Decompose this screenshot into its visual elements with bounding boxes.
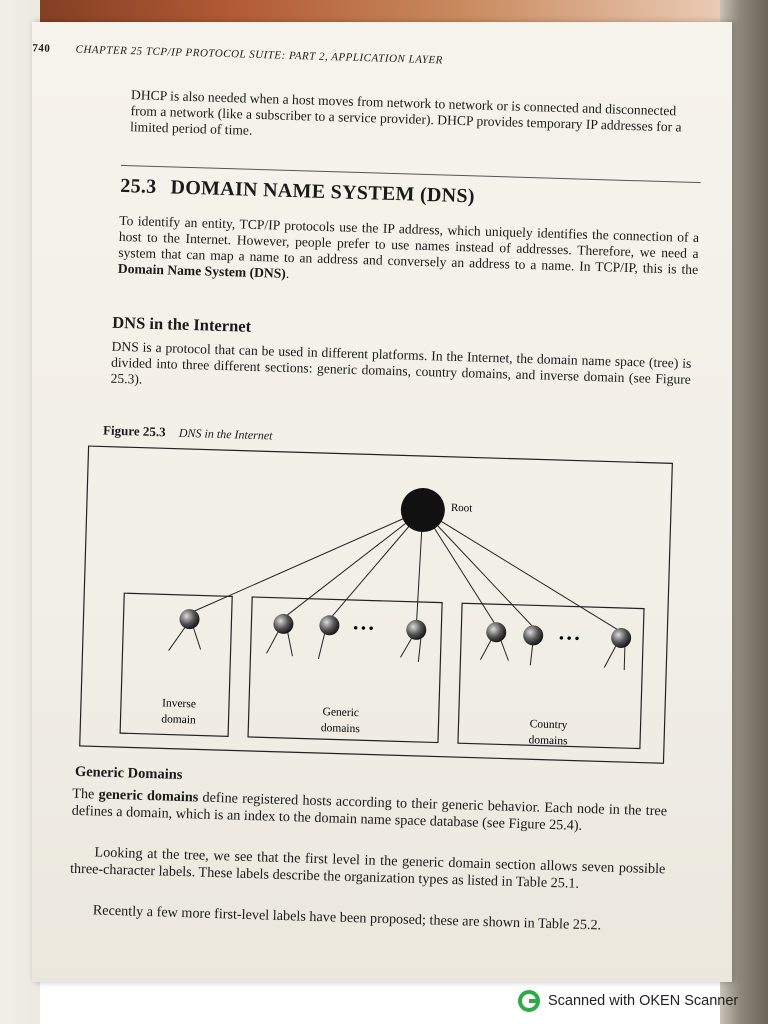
child-stubs <box>168 626 626 671</box>
generic-paragraph-2: Looking at the tree, we see that the fir… <box>69 844 666 892</box>
root-label: Root <box>451 502 473 515</box>
book-page: 740 CHAPTER 25 TCP/IP PROTOCOL SUITE: PA… <box>32 22 732 982</box>
generic-ellipsis: • • • <box>353 620 374 636</box>
running-title: CHAPTER 25 TCP/IP PROTOCOL SUITE: PART 2… <box>75 43 444 67</box>
country-box <box>457 602 645 750</box>
figure-title: DNS in the Internet <box>178 425 273 443</box>
inverse-box <box>119 592 233 737</box>
country-ellipsis: • • • <box>559 630 580 646</box>
dns-paragraph: DNS is a protocol that can be used in di… <box>110 338 692 387</box>
intro-paragraph: To identify an entity, TCP/IP protocols … <box>118 213 700 294</box>
page-number: 740 <box>32 42 51 55</box>
generic-box <box>247 596 443 744</box>
scanner-watermark: Scanned with OKEN Scanner <box>518 990 738 1012</box>
inverse-label-1: Inverse <box>162 697 196 710</box>
generic-p1-start: The <box>72 785 99 803</box>
page-content: 740 CHAPTER 25 TCP/IP PROTOCOL SUITE: PA… <box>5 20 733 1000</box>
generic-domains-heading: Generic Domains <box>74 763 183 783</box>
running-header: 740 CHAPTER 25 TCP/IP PROTOCOL SUITE: PA… <box>32 42 443 66</box>
child-nodes <box>179 609 632 648</box>
intro-end: . <box>285 265 290 281</box>
section-title: 25.3 DOMAIN NAME SYSTEM (DNS) <box>120 175 475 209</box>
generic-bold-term: generic domains <box>98 786 199 806</box>
country-label-2: domains <box>528 734 568 747</box>
country-label-1: Country <box>530 718 568 731</box>
root-node <box>400 488 445 533</box>
inverse-label-2: domain <box>161 713 196 726</box>
figure-frame <box>79 445 673 764</box>
generic-paragraph-1: The generic domains define registered ho… <box>72 786 668 838</box>
scanner-text: Scanned with OKEN Scanner <box>548 993 739 1009</box>
section-title-text: DOMAIN NAME SYSTEM (DNS) <box>170 176 476 208</box>
scanner-logo-icon <box>518 990 540 1012</box>
dns-tree-figure: Root • • • • • • Inverse domain Generic … <box>79 445 673 764</box>
generic-paragraph-3: Recently a few more first-level labels h… <box>92 902 602 934</box>
generic-label-2: domains <box>321 722 361 735</box>
figure-caption: Figure 25.3 DNS in the Internet <box>103 422 273 443</box>
section-number: 25.3 <box>120 174 157 198</box>
figure-label: Figure 25.3 <box>102 422 166 440</box>
dhcp-paragraph: DHCP is also needed when a host moves fr… <box>129 87 682 138</box>
generic-label-1: Generic <box>322 706 359 719</box>
subsection-heading: DNS in the Internet <box>112 312 252 336</box>
